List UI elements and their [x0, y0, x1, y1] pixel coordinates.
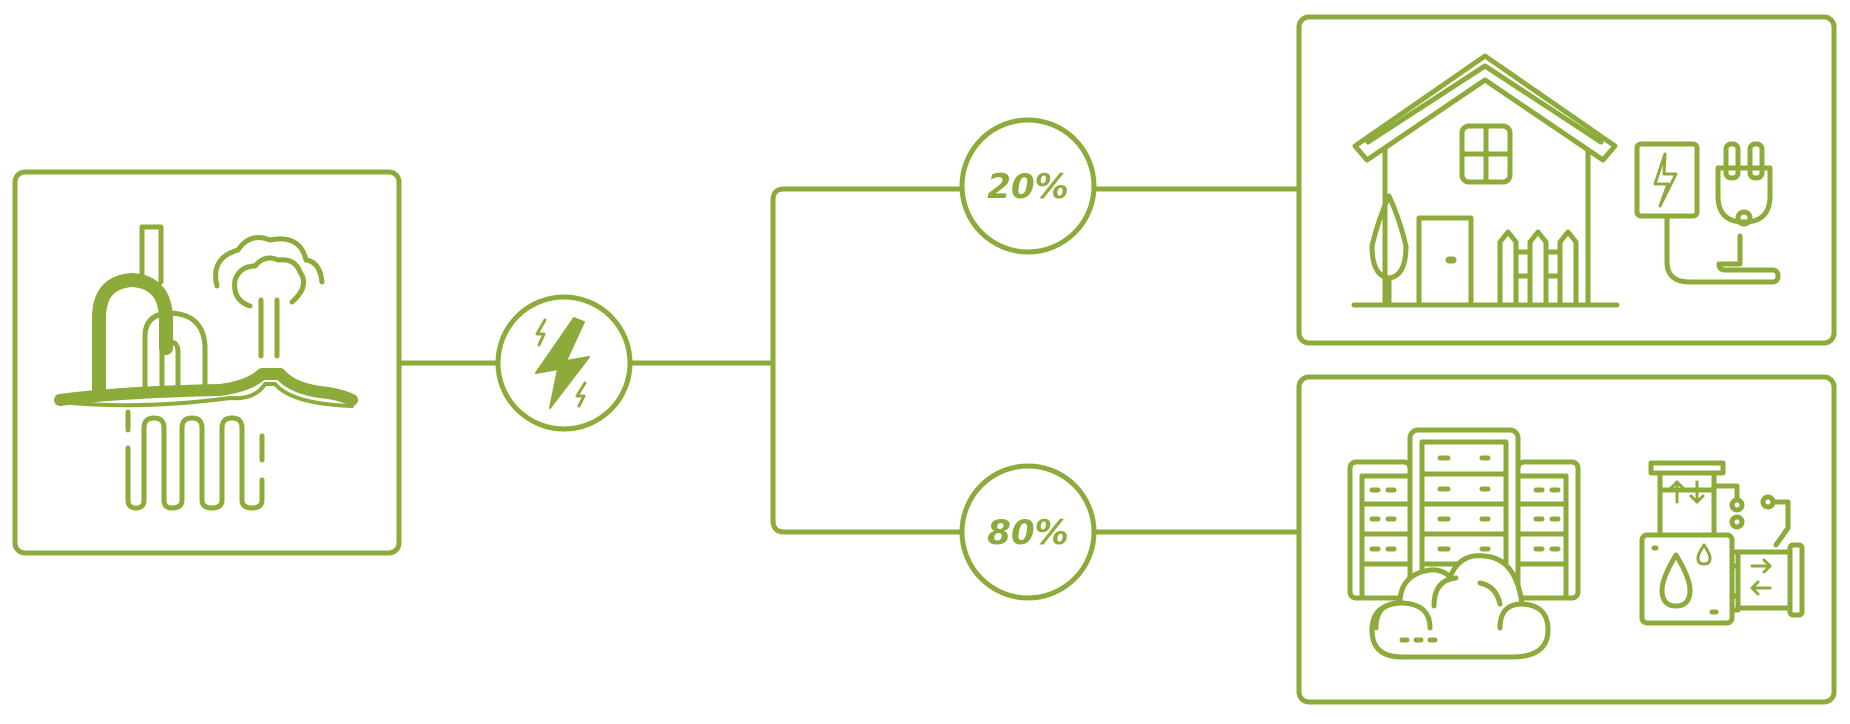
target-box-industrial: [1296, 374, 1837, 705]
source-box: [12, 169, 402, 556]
target-box-residential: [1296, 14, 1837, 346]
branch-percent-label: 80%: [987, 513, 1068, 553]
lightning-bolt-icon: [535, 317, 590, 409]
branch-circle-80: [959, 463, 1097, 601]
data-center-icon: [1347, 427, 1581, 660]
geothermal-plant-icon: [54, 224, 358, 511]
electric-plug-icon: [1634, 141, 1781, 285]
branch-percent-label: 20%: [987, 167, 1068, 207]
connector-lines: [397, 186, 1301, 535]
house-icon: [1351, 53, 1620, 308]
branch-circle-20: [959, 117, 1097, 255]
industrial-boiler-icon: [1639, 460, 1805, 626]
hub-circle: [495, 294, 633, 432]
